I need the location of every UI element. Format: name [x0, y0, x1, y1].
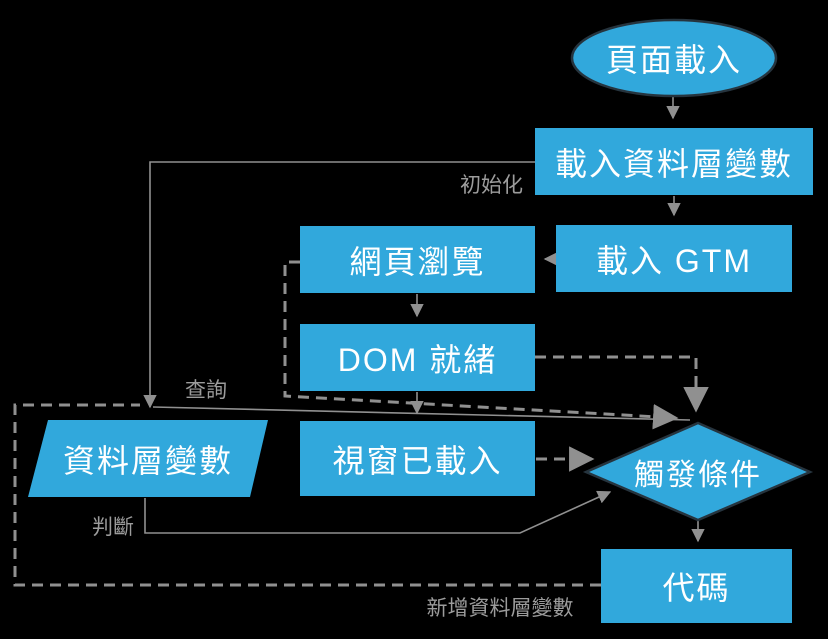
node-dom-ready-label: DOM 就緒 — [337, 341, 498, 378]
node-load-gtm-label: 載入 GTM — [596, 242, 752, 279]
node-datalayer-vars-shape — [28, 420, 268, 497]
node-load-datalayer-label: 載入資料層變數 — [554, 145, 793, 182]
node-pageview-label: 網頁瀏覽 — [349, 243, 486, 280]
edge-label-initialize: 初始化 — [460, 174, 523, 197]
node-page-load-shape — [570, 18, 778, 98]
node-window-loaded-shape — [300, 421, 535, 496]
edge-label-add-datalayer: 新增資料層變數 — [426, 597, 574, 620]
nodes — [28, 18, 814, 623]
edge-domready-to-trigger — [535, 355, 709, 413]
edges — [13, 97, 709, 587]
node-load-gtm-shape — [556, 225, 792, 292]
edge-initialize — [143, 161, 535, 409]
node-pageview-shape — [300, 226, 535, 293]
node-dom-ready-shape — [300, 324, 535, 391]
node-trigger-condition-shape — [582, 421, 814, 522]
edge-add-datalayer — [13, 403, 601, 587]
node-datalayer-vars-label: 資料層變數 — [62, 442, 233, 479]
edge-pageview-to-trigger — [283, 260, 679, 430]
edge-judge — [144, 490, 612, 534]
edge-label-query: 查詢 — [185, 379, 227, 402]
node-window-loaded-label: 視窗已載入 — [332, 442, 503, 479]
node-load-datalayer-shape — [535, 128, 813, 195]
node-page-load-label: 頁面載入 — [605, 42, 742, 78]
node-trigger-condition-label: 觸發條件 — [634, 458, 762, 492]
edge-label-judge: 判斷 — [92, 516, 134, 539]
node-tag-label: 代碼 — [662, 570, 731, 606]
edge-query — [152, 406, 691, 421]
node-tag-shape — [601, 549, 792, 623]
